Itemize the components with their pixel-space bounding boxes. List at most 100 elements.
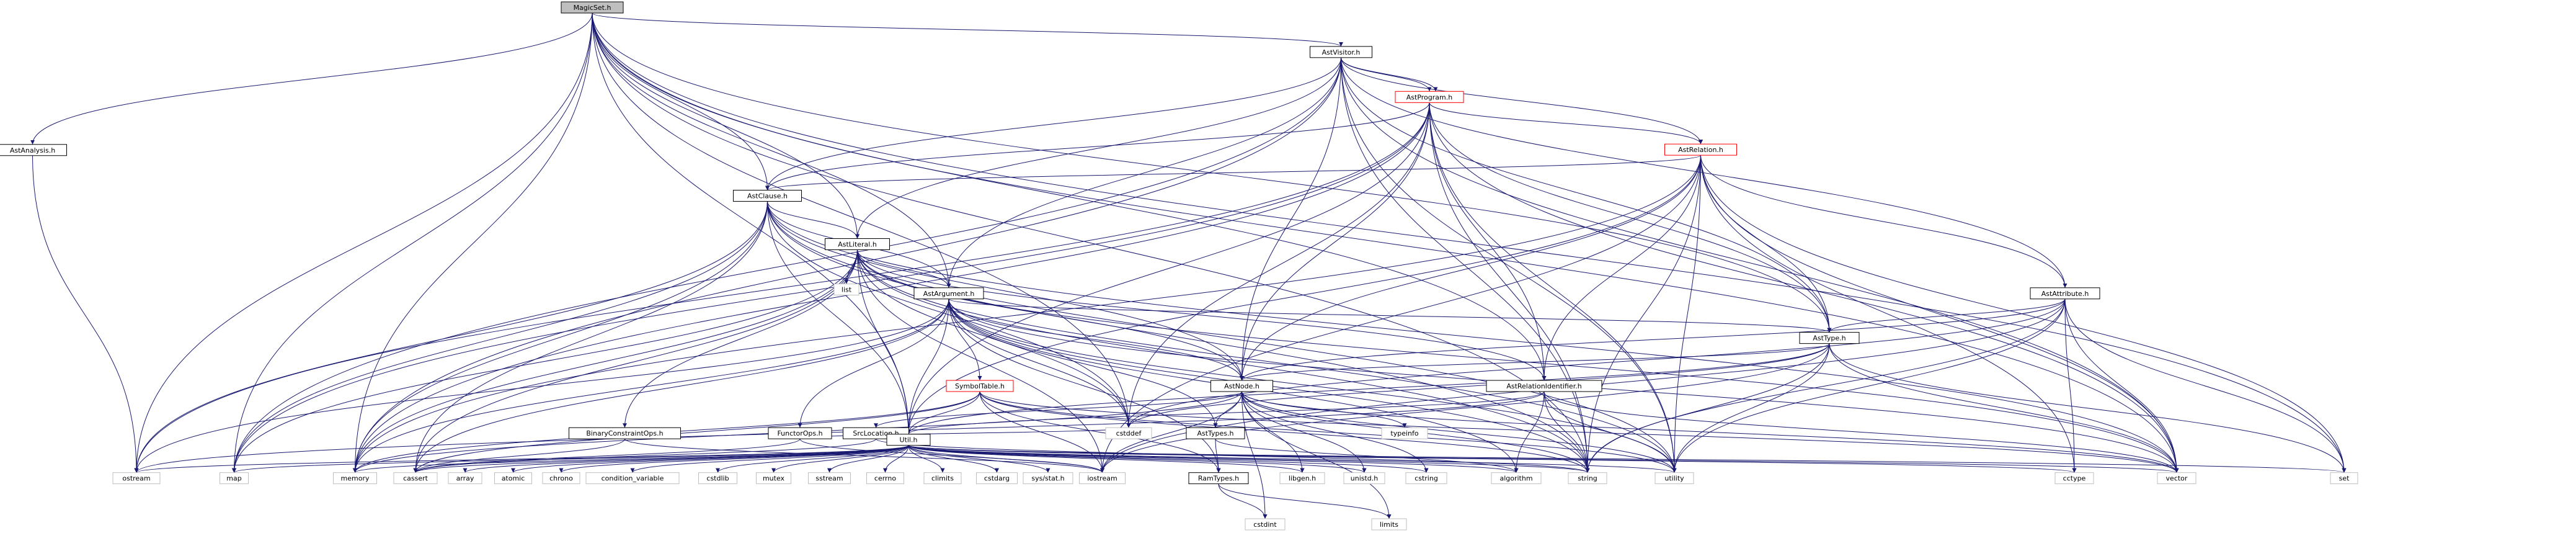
edge-AstAttribute-to-vector bbox=[2064, 298, 2179, 473]
edge-Util-to-ostream bbox=[134, 445, 909, 473]
node-box-AstType bbox=[1799, 332, 1860, 344]
node-box-cstddef bbox=[1105, 427, 1152, 439]
node-memory: memory bbox=[333, 472, 377, 485]
node-cstdlib: cstdlib bbox=[698, 472, 737, 485]
edge-Util-to-libgen bbox=[908, 445, 1305, 473]
node-AstVisitor[interactable]: AstVisitor.h bbox=[1310, 46, 1372, 58]
edge-Util-to-map bbox=[232, 445, 909, 473]
node-box-cctype bbox=[2054, 472, 2094, 485]
node-cstdint: cstdint bbox=[1245, 518, 1286, 531]
node-AstLiteral[interactable]: AstLiteral.h bbox=[825, 238, 890, 251]
edge-AstLiteral-to-iostream bbox=[857, 249, 1104, 473]
edge-AstRelationIdentifier-to-vector bbox=[1543, 392, 2179, 473]
edge-Util-to-sstream bbox=[827, 445, 909, 473]
node-box-list bbox=[833, 284, 859, 296]
node-FunctorOps[interactable]: FunctorOps.h bbox=[768, 427, 832, 439]
node-label-RamTypes: RamTypes.h bbox=[1198, 475, 1239, 483]
node-label-list: list bbox=[842, 286, 852, 294]
edge-MagicSet-to-memory bbox=[353, 12, 593, 473]
node-AstType[interactable]: AstType.h bbox=[1799, 332, 1860, 344]
edge-AstRelation-to-Util bbox=[906, 155, 1701, 434]
edge-AstAttribute-to-string bbox=[1585, 298, 2066, 473]
node-cctype: cctype bbox=[2054, 472, 2094, 485]
node-box-unistd bbox=[1343, 472, 1385, 485]
node-box-mutex bbox=[756, 472, 791, 485]
node-label-map: map bbox=[226, 475, 241, 483]
node-AstRelation[interactable]: AstRelation.h bbox=[1664, 143, 1737, 156]
edge-AstType-to-cstddef bbox=[1126, 343, 1830, 428]
node-RamTypes[interactable]: RamTypes.h bbox=[1188, 472, 1249, 485]
edge-AstClause-to-cassert bbox=[413, 201, 768, 473]
node-label-string: string bbox=[1578, 475, 1597, 483]
edge-AstProgram-to-AstClause bbox=[765, 102, 1430, 190]
edge-Util-to-cstdlib bbox=[716, 445, 909, 473]
node-box-sysstat bbox=[1023, 472, 1073, 485]
edge-AstRelation-to-memory bbox=[353, 155, 1701, 473]
node-AstRelationIdentifier[interactable]: AstRelationIdentifier.h bbox=[1486, 380, 1602, 392]
node-label-AstVisitor: AstVisitor.h bbox=[1322, 48, 1361, 56]
edge-AstProgram-to-string bbox=[1429, 102, 1590, 473]
node-label-cstring: cstring bbox=[1415, 475, 1438, 483]
node-AstProgram[interactable]: AstProgram.h bbox=[1395, 91, 1464, 103]
edge-AstClause-to-string bbox=[767, 201, 1590, 473]
node-label-memory: memory bbox=[341, 475, 370, 483]
edge-AstArgument-to-SymbolTable bbox=[948, 298, 982, 381]
node-label-cassert: cassert bbox=[403, 475, 429, 483]
node-AstArgument[interactable]: AstArgument.h bbox=[913, 287, 984, 300]
node-label-typeinfo: typeinfo bbox=[1390, 429, 1418, 437]
node-box-cstring bbox=[1405, 472, 1447, 485]
edge-FunctorOps-to-cassert bbox=[413, 438, 801, 473]
node-box-BinaryConstraintOps bbox=[569, 427, 681, 439]
node-box-AstRelation bbox=[1664, 143, 1737, 156]
edge-MagicSet-to-AstRelationIdentifier bbox=[592, 12, 1547, 381]
node-iostream: iostream bbox=[1079, 472, 1126, 485]
node-label-atomic: atomic bbox=[502, 475, 525, 483]
node-Util[interactable]: Util.h bbox=[886, 434, 931, 446]
edge-MagicSet-to-AstArgument bbox=[592, 12, 951, 288]
edge-Util-to-sysstat bbox=[908, 445, 1050, 473]
node-AstClause[interactable]: AstClause.h bbox=[733, 189, 802, 202]
edge-AstClause-to-utility bbox=[767, 201, 1677, 473]
node-AstTypes[interactable]: AstTypes.h bbox=[1186, 427, 1245, 439]
node-AstAnalysis[interactable]: AstAnalysis.h bbox=[0, 144, 67, 156]
node-BinaryConstraintOps[interactable]: BinaryConstraintOps.h bbox=[569, 427, 681, 439]
node-array: array bbox=[448, 472, 482, 485]
edge-MagicSet-to-AstLiteral bbox=[592, 12, 859, 239]
node-label-iostream: iostream bbox=[1087, 475, 1117, 483]
edge-AstLiteral-to-BinaryConstraintOps bbox=[623, 249, 858, 428]
node-box-string bbox=[1568, 472, 1607, 485]
edge-AstLiteral-to-vector bbox=[857, 249, 2179, 473]
edge-MagicSet-to-map bbox=[232, 12, 593, 473]
edge-AstVisitor-to-functional bbox=[1341, 57, 1438, 92]
edge-BinaryConstraintOps-to-cassert bbox=[413, 439, 625, 473]
node-label-cstdarg: cstdarg bbox=[984, 475, 1010, 483]
node-box-chrono bbox=[542, 472, 580, 485]
edge-AstProgram-to-vector bbox=[1429, 102, 2179, 473]
edge-AstRelationIdentifier-to-utility bbox=[1543, 392, 1677, 473]
node-label-mutex: mutex bbox=[763, 475, 785, 483]
node-MagicSet[interactable]: MagicSet.h bbox=[561, 1, 624, 14]
node-label-AstLiteral: AstLiteral.h bbox=[838, 241, 877, 249]
node-libgen: libgen.h bbox=[1279, 472, 1325, 485]
edge-AstAttribute-to-set bbox=[2064, 298, 2347, 473]
edge-AstRelation-to-AstAttribute bbox=[1700, 155, 2067, 288]
edge-AstArgument-to-cassert bbox=[413, 298, 949, 473]
node-box-limits bbox=[1371, 518, 1407, 531]
node-AstAttribute[interactable]: AstAttribute.h bbox=[2030, 287, 2100, 300]
node-cstdarg: cstdarg bbox=[976, 472, 1018, 485]
edge-AstRelation-to-AstRelationIdentifier bbox=[1542, 155, 1701, 381]
node-AstNode[interactable]: AstNode.h bbox=[1210, 380, 1273, 392]
node-map: map bbox=[220, 472, 249, 485]
edge-AstLiteral-to-cstddef bbox=[857, 249, 1131, 428]
node-label-vector: vector bbox=[2166, 475, 2188, 483]
nodes: MagicSet.hAstAnalysis.hAstVisitor.hfunct… bbox=[0, 1, 2358, 531]
edge-AstRelationIdentifier-to-algorithm bbox=[1514, 392, 1545, 473]
edge-AstAnalysis-to-ostream bbox=[32, 155, 139, 473]
edge-AstArgument-to-AstTypes bbox=[948, 298, 1218, 428]
node-SymbolTable[interactable]: SymbolTable.h bbox=[946, 380, 1014, 392]
node-label-condition_variable: condition_variable bbox=[602, 475, 664, 483]
node-box-iostream bbox=[1079, 472, 1126, 485]
edge-AstClause-to-memory bbox=[353, 201, 768, 473]
node-algorithm: algorithm bbox=[1491, 472, 1542, 485]
